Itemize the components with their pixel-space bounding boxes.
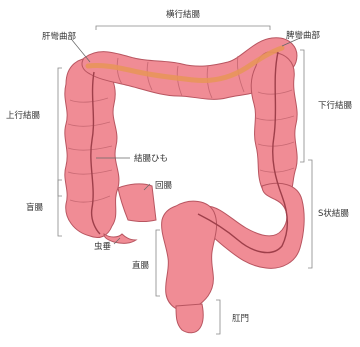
- label-transverse-colon: 横行結腸: [166, 9, 201, 20]
- bracket-transverse: [96, 26, 270, 30]
- bracket-ascending: [58, 68, 62, 196]
- rectum-shape: [162, 201, 217, 311]
- label-sigmoid-colon: S状結腸: [318, 208, 349, 219]
- label-splenic-flexure: 脾彎曲部: [286, 30, 321, 41]
- bracket-anus: [216, 300, 220, 334]
- label-rectum: 直腸: [132, 260, 150, 271]
- descending-colon-shape: [251, 52, 297, 195]
- leader-hepatic: [72, 40, 90, 62]
- label-hepatic-flexure: 肝彎曲部: [42, 31, 77, 42]
- anal-canal-shape: [176, 304, 203, 333]
- bracket-descending: [300, 50, 304, 162]
- label-ascending-colon: 上行結腸: [6, 110, 41, 121]
- ileum-shape: [118, 184, 156, 222]
- bracket-rectum: [156, 230, 160, 296]
- label-descending-colon: 下行結腸: [318, 100, 353, 111]
- colon-illustration: [65, 38, 304, 333]
- label-appendix: 虫垂: [94, 241, 112, 252]
- label-anus: 肛門: [232, 314, 249, 324]
- label-cecum: 盲腸: [26, 202, 44, 213]
- bracket-sigmoid: [308, 160, 312, 268]
- bracket-cecum: [58, 180, 62, 236]
- label-ileum: 回腸: [155, 181, 173, 191]
- label-taenia-coli: 結腸ひも: [134, 153, 168, 164]
